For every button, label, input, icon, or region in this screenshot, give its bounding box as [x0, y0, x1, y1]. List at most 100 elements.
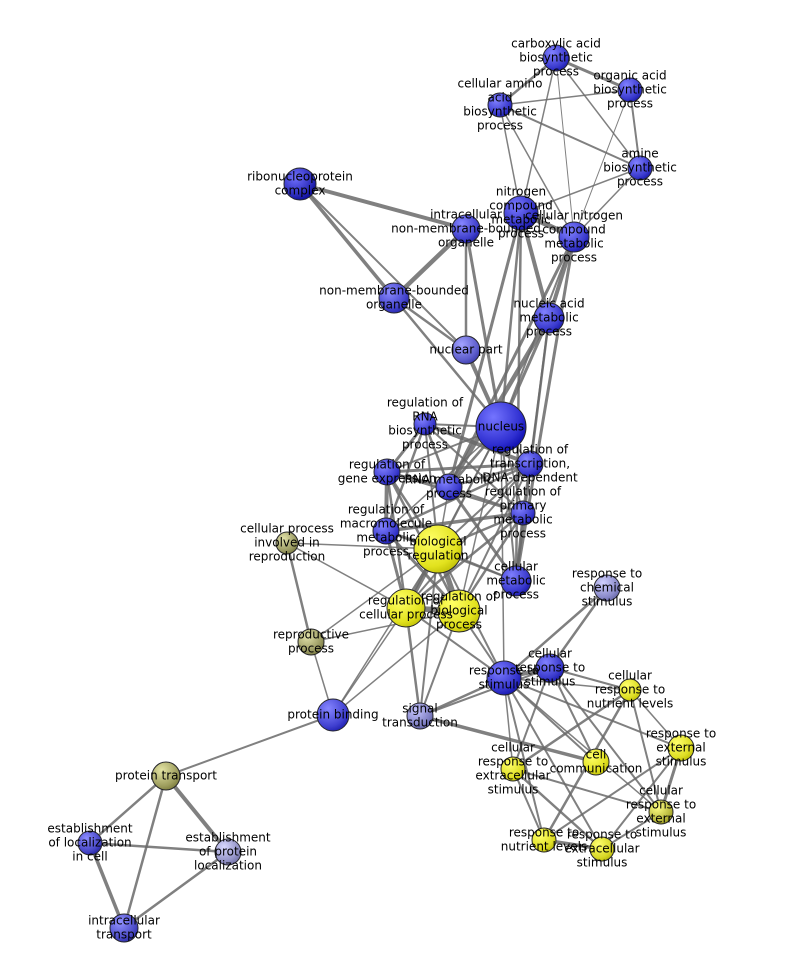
node-regulation_rna_biosyn[interactable]: regulation of RNA biosynthetic process	[413, 412, 437, 436]
edge-response_stimulus--cellular_response_external	[503, 677, 662, 813]
node-amine_biosyn[interactable]: amine biosynthetic process	[627, 155, 653, 181]
node-protein_transport[interactable]: protein transport	[151, 761, 181, 791]
node-nmb_organelle[interactable]: non-membrane-bounded organelle	[378, 282, 410, 314]
edge-cellular_amino_acid_biosyn--cellular_nitrogen_compound_metabolic	[499, 104, 575, 238]
node-cellular_process_reproduction[interactable]: cellular process involved in reproductio…	[275, 531, 299, 555]
edge-carboxylic_acid_biosyn--cellular_nitrogen_compound_metabolic	[555, 57, 575, 238]
node-protein_binding[interactable]: protein binding	[316, 698, 350, 732]
edge-response_stimulus--response_nutrient_levels	[503, 677, 545, 841]
edge-cellular_amino_acid_biosyn--amine_biosyn	[499, 104, 641, 169]
edge-response_stimulus--cellular_response_nutrient_levels	[503, 677, 631, 691]
node-nucleic_acid_metabolic[interactable]: nucleic acid metabolic process	[533, 302, 565, 334]
node-cellular_response_nutrient_levels[interactable]: cellular response to nutrient levels	[618, 678, 642, 702]
edge-establishment_protein_localization--intracellular_transport	[122, 850, 230, 930]
edge-regulation_cellular_process--response_stimulus	[405, 607, 505, 679]
edge-ribonucleoprotein_complex--intracellular_nmb_organelle	[298, 182, 468, 231]
edge-cellular_response_extracellular--cellular_response_external	[512, 768, 662, 813]
edge-establishment_localization_in_cell--intracellular_transport	[88, 841, 126, 930]
edge-regulation_primary_metabolic--regulation_macromolecule_metabolic	[384, 511, 525, 533]
edge-cellular_response_stimulus--response_chemical_stimulus	[548, 586, 609, 670]
node-response_external_stimulus[interactable]: response to external stimulus	[667, 734, 695, 762]
edge-cellular_response_stimulus--cell_communication	[549, 667, 597, 763]
edge-protein_binding--protein_transport	[165, 714, 334, 777]
edge-response_nutrient_levels--cellular_response_extracellular	[512, 768, 545, 841]
edge-protein_transport--intracellular_transport	[122, 774, 168, 930]
node-response_nutrient_levels[interactable]: response to nutrient levels	[531, 827, 557, 853]
node-establishment_protein_localization[interactable]: establishment of protein localization	[214, 838, 242, 866]
node-signal_transduction[interactable]: signal transduction	[406, 702, 434, 730]
node-regulation_macromolecule_metabolic[interactable]: regulation of macromolecule metabolic pr…	[372, 517, 400, 545]
edge-cellular_response_nutrient_levels--cellular_response_extracellular	[511, 688, 632, 771]
edge-protein_transport--establishment_protein_localization	[164, 774, 230, 854]
node-cellular_amino_acid_biosyn[interactable]: cellular amino acid biosynthetic process	[487, 92, 513, 118]
edge-carboxylic_acid_biosyn--nitrogen_compound_metabolic	[520, 57, 557, 214]
edge-cell_communication--signal_transduction	[418, 714, 598, 764]
edge-nucleus--response_stimulus	[500, 426, 505, 679]
node-layer: carboxylic acid biosynthetic process orga…	[77, 44, 695, 943]
node-cellular_metabolic[interactable]: cellular metabolic process	[500, 565, 532, 597]
edge-amine_biosyn--nitrogen_compound_metabolic	[520, 167, 641, 214]
node-response_extracellular[interactable]: response to extracellular stimulus	[589, 836, 615, 862]
node-organic_acid_biosyn[interactable]: organic acid biosynthetic process	[617, 77, 643, 103]
edge-ribonucleoprotein_complex--nuclear_part	[299, 183, 467, 351]
node-response_stimulus[interactable]: response to stimulus	[486, 660, 522, 696]
edge-cellular_amino_acid_biosyn--nitrogen_compound_metabolic	[499, 104, 522, 214]
node-regulation_gene_expression[interactable]: regulation of gene expression	[373, 458, 401, 486]
edge-cellular_process_reproduction--reproductive_process	[285, 541, 313, 644]
node-nuclear_part[interactable]: nuclear part	[451, 335, 481, 365]
edge-response_extracellular--cellular_response_extracellular	[511, 767, 604, 851]
edge-nitrogen_compound_metabolic--nucleic_acid_metabolic	[519, 211, 551, 320]
edge-regulation_gene_expression--regulation_cellular_process	[385, 470, 408, 610]
edge-organic_acid_biosyn--cellular_amino_acid_biosyn	[499, 89, 631, 106]
node-carboxylic_acid_biosyn[interactable]: carboxylic acid biosynthetic process	[542, 44, 570, 72]
edge-reproductive_process--biological_regulation	[310, 548, 439, 643]
node-cellular_nitrogen_compound_metabolic[interactable]: cellular nitrogen compound metabolic pro…	[558, 221, 590, 253]
edge-intracellular_nmb_organelle--nmb_organelle	[391, 226, 469, 301]
edge-cellular_response_stimulus--cellular_response_external	[549, 667, 662, 813]
node-biological_regulation[interactable]: biological regulation	[413, 524, 463, 574]
node-rna_metabolic[interactable]: RNA metabolic process	[435, 473, 463, 501]
edge-nmb_organelle--nucleus	[392, 296, 503, 429]
edge-regulation_transcription--regulation_gene_expression	[385, 462, 532, 474]
node-cellular_response_stimulus[interactable]: cellular response to stimulus	[535, 653, 565, 683]
edge-cellular_process_reproduction--regulation_cellular_process	[286, 542, 407, 609]
edge-carboxylic_acid_biosyn--amine_biosyn	[555, 57, 641, 169]
edge-nitrogen_compound_metabolic--rna_metabolic	[447, 211, 523, 489]
node-response_chemical_stimulus[interactable]: response to chemical stimulus	[593, 574, 621, 602]
edge-amine_biosyn--cellular_nitrogen_compound_metabolic	[573, 167, 641, 238]
node-cell_communication[interactable]: cell communication	[582, 748, 610, 776]
edge-nucleic_acid_metabolic--regulation_transcription	[529, 317, 550, 465]
edge-rna_metabolic--cellular_metabolic	[447, 485, 518, 583]
edge-biological_regulation--signal_transduction	[419, 548, 439, 717]
edge-protein_binding--regulation_biological_process	[332, 610, 460, 716]
node-regulation_biological_process[interactable]: regulation of biological process	[437, 589, 481, 633]
edge-organic_acid_biosyn--amine_biosyn	[629, 89, 641, 169]
node-ribonucleoprotein_complex[interactable]: ribonucleoprotein complex	[283, 167, 317, 201]
edge-reproductive_process--regulation_biological_process	[310, 610, 460, 643]
node-establishment_localization_in_cell[interactable]: establishment of localization in cell	[77, 830, 103, 856]
edge-organic_acid_biosyn--cellular_nitrogen_compound_metabolic	[573, 89, 631, 238]
node-regulation_transcription[interactable]: regulation of transcription, DNA-depende…	[516, 450, 544, 478]
node-intracellular_transport[interactable]: intracellular transport	[109, 913, 139, 943]
edge-response_external_stimulus--response_extracellular	[601, 747, 682, 850]
node-regulation_primary_metabolic[interactable]: regulation of primary metabolic process	[510, 500, 536, 526]
edge-cellular_nitrogen_compound_metabolic--nucleus	[500, 236, 575, 428]
node-intracellular_nmb_organelle[interactable]: intracellular non-membrane-bounded organ…	[451, 214, 481, 244]
edge-cellular_response_stimulus--signal_transduction	[419, 667, 551, 717]
edge-layer	[88, 56, 683, 930]
node-regulation_cellular_process[interactable]: regulation of cellular process	[386, 588, 426, 628]
node-cellular_response_external[interactable]: cellular response to external stimulus	[648, 799, 674, 825]
edge-establishment_localization_in_cell--establishment_protein_localization	[88, 841, 230, 854]
node-nitrogen_compound_metabolic[interactable]: nitrogen compound metabolic process	[503, 195, 539, 231]
node-nucleus[interactable]: nucleus	[475, 401, 527, 453]
edge-regulation_transcription--rna_metabolic	[447, 462, 532, 489]
edge-ribonucleoprotein_complex--nmb_organelle	[298, 182, 396, 300]
node-cellular_response_extracellular[interactable]: cellular response to extracellular stimu…	[500, 756, 526, 782]
node-reproductive_process[interactable]: reproductive process	[297, 628, 325, 656]
edge-regulation_rna_biosyn--regulation_transcription	[423, 422, 532, 466]
edge-response_stimulus--response_extracellular	[503, 677, 603, 850]
edge-protein_binding--biological_regulation	[332, 548, 439, 716]
